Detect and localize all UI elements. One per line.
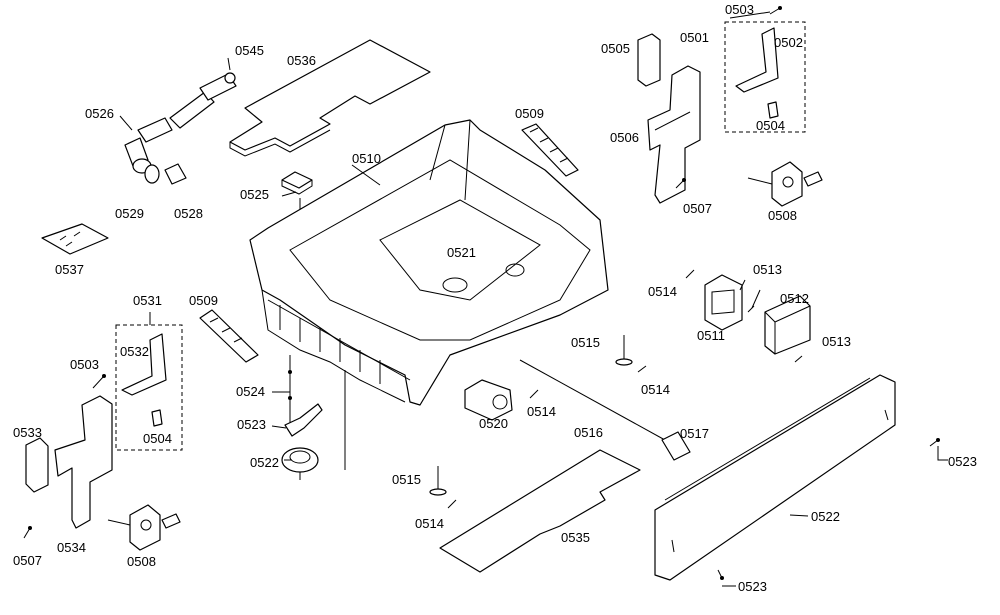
label-0503-right: 0503 <box>725 2 754 17</box>
label-0504-left: 0504 <box>143 431 172 446</box>
part-0524-rod <box>288 355 292 425</box>
label-0522-left: 0522 <box>250 455 279 470</box>
part-0517-plug <box>661 431 691 461</box>
label-0503-left: 0503 <box>70 357 99 372</box>
part-0512-cover <box>764 295 811 355</box>
label-0515-right: 0515 <box>571 335 600 350</box>
label-0531: 0531 <box>133 293 162 308</box>
part-0516-rod <box>519 359 666 441</box>
part-0503-screw-right <box>769 6 782 15</box>
label-0533: 0533 <box>13 425 42 440</box>
label-0525: 0525 <box>240 187 269 202</box>
label-0514-a: 0514 <box>648 284 677 299</box>
part-0533-cap <box>25 437 49 493</box>
label-0507-left: 0507 <box>13 553 42 568</box>
label-0522-right: 0522 <box>811 509 840 524</box>
label-0506: 0506 <box>610 130 639 145</box>
label-0509-left: 0509 <box>189 293 218 308</box>
part-0536-cover-panel <box>229 39 431 157</box>
label-0508-right: 0508 <box>768 208 797 223</box>
part-0509-spring-left <box>199 309 259 363</box>
label-0513-b: 0513 <box>822 334 851 349</box>
part-0520-motor <box>464 379 513 421</box>
part-0523-screw-b <box>717 569 724 580</box>
part-0513-screw-a <box>747 305 755 313</box>
part-0505-bracket <box>637 33 661 87</box>
label-0529: 0529 <box>115 206 144 221</box>
part-0504-clip-right <box>767 101 779 119</box>
part-0511-housing <box>704 274 743 331</box>
label-0528: 0528 <box>174 206 203 221</box>
group-0531-box <box>115 324 183 451</box>
label-0523-right: 0523 <box>948 454 977 469</box>
label-0545: 0545 <box>235 43 264 58</box>
label-0510: 0510 <box>352 151 381 166</box>
part-0523-screw-a <box>929 438 940 447</box>
part-0514-screw-c <box>529 389 539 399</box>
part-0522-front-panel <box>654 374 896 581</box>
label-0523-left: 0523 <box>237 417 266 432</box>
part-0510-base-tub <box>249 119 609 470</box>
label-0514-d: 0514 <box>415 516 444 531</box>
label-0514-b: 0514 <box>641 382 670 397</box>
part-0507-screw-left <box>23 526 32 539</box>
part-0507-screw-right <box>675 178 686 189</box>
label-0521: 0521 <box>447 245 476 260</box>
part-0522-wheel <box>281 447 319 480</box>
label-0508-left: 0508 <box>127 554 156 569</box>
label-0509-top: 0509 <box>515 106 544 121</box>
part-0508-sensor-left <box>107 504 181 551</box>
part-0501-frame <box>647 65 701 204</box>
part-0535-bottom-panel <box>439 449 641 573</box>
label-0537: 0537 <box>55 262 84 277</box>
leader-lines <box>119 11 948 587</box>
label-0507-right: 0507 <box>683 201 712 216</box>
part-0526-hose <box>124 72 237 184</box>
label-0536: 0536 <box>287 53 316 68</box>
part-0504-clip-left <box>151 409 163 427</box>
part-0523-clip <box>284 403 323 437</box>
part-0515-foot-a <box>615 335 633 366</box>
label-0512: 0512 <box>780 291 809 306</box>
part-0528-clip <box>164 163 187 185</box>
group-0502-box <box>724 21 806 133</box>
label-0502: 0502 <box>774 35 803 50</box>
part-0509-spring-top <box>521 123 579 177</box>
label-0505: 0505 <box>601 41 630 56</box>
label-0535: 0535 <box>561 530 590 545</box>
part-0503-screw-left <box>92 374 106 389</box>
label-0516: 0516 <box>574 425 603 440</box>
label-0517: 0517 <box>680 426 709 441</box>
label-0523-bottom: 0523 <box>738 579 767 594</box>
label-0532: 0532 <box>120 344 149 359</box>
part-0532-bracket <box>121 333 167 396</box>
part-0515-foot-b <box>429 466 447 496</box>
label-0515-left: 0515 <box>392 472 421 487</box>
label-0524: 0524 <box>236 384 265 399</box>
part-0514-screw-d <box>447 499 457 509</box>
part-0534-bracket <box>54 395 113 529</box>
label-0520: 0520 <box>479 416 508 431</box>
part-0513-screw-b <box>794 355 803 363</box>
part-0508-sensor-right <box>747 161 823 207</box>
label-0501: 0501 <box>680 30 709 45</box>
label-0513-a: 0513 <box>753 262 782 277</box>
label-0511: 0511 <box>697 328 725 343</box>
part-0514-screw-b <box>637 365 647 373</box>
label-0526: 0526 <box>85 106 114 121</box>
part-0502-bracket <box>735 27 779 93</box>
label-0504-right: 0504 <box>756 118 785 133</box>
label-0514-c: 0514 <box>527 404 556 419</box>
part-0537-plate <box>41 223 109 255</box>
label-0534: 0534 <box>57 540 86 555</box>
part-0514-screw-a <box>685 269 695 279</box>
